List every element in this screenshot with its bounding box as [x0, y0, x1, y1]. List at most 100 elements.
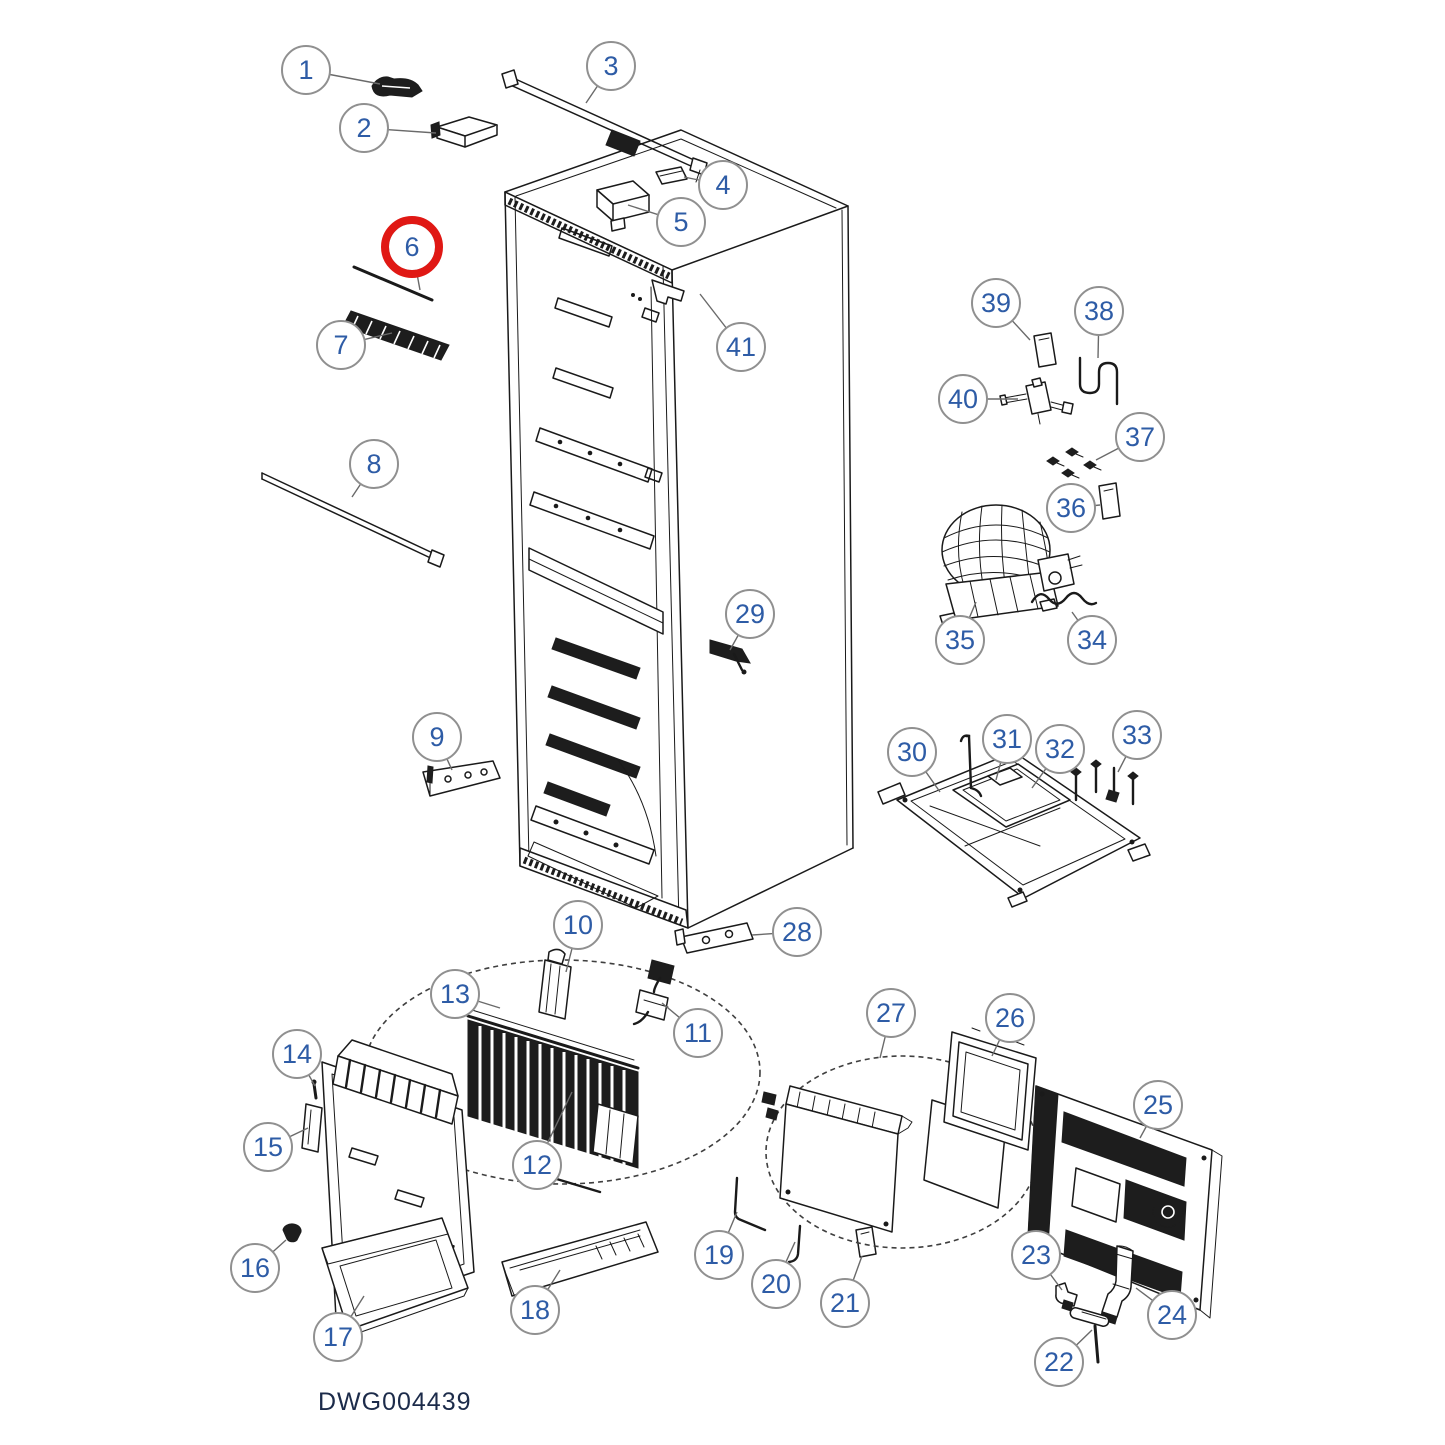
callout-13: 13 — [430, 969, 480, 1019]
callout-34: 34 — [1067, 615, 1117, 665]
part-21-plate — [855, 1226, 877, 1258]
part-17-drawer-front — [321, 1217, 469, 1339]
callout-19: 19 — [694, 1230, 744, 1280]
callout-number: 5 — [673, 206, 689, 237]
callout-number: 26 — [994, 1002, 1026, 1033]
callout-number: 25 — [1142, 1089, 1174, 1120]
part-36-plate — [1098, 482, 1121, 520]
part-31-wire — [959, 734, 983, 798]
part-10-bracket — [538, 948, 572, 1020]
part-2-clip — [430, 116, 498, 148]
callout-number: 30 — [896, 736, 928, 767]
callout-number: 28 — [781, 916, 813, 947]
callout-number: 13 — [439, 978, 471, 1009]
callout-26: 26 — [985, 993, 1035, 1043]
part-37-screws — [1046, 447, 1102, 479]
callout-38: 38 — [1074, 286, 1124, 336]
callout-29: 29 — [725, 589, 775, 639]
callout-number: 3 — [603, 50, 619, 81]
callout-36: 36 — [1046, 483, 1096, 533]
callout-number: 40 — [947, 383, 979, 414]
callout-number: 35 — [944, 624, 976, 655]
callout-7: 7 — [316, 320, 366, 370]
callout-35: 35 — [935, 615, 985, 665]
callout-number: 21 — [829, 1287, 861, 1318]
part-40-valve — [999, 377, 1074, 425]
callout-number: 12 — [521, 1149, 553, 1180]
callout-33: 33 — [1112, 710, 1162, 760]
part-39-plate — [1033, 332, 1057, 368]
callout-number: 41 — [725, 331, 757, 362]
callout-18: 18 — [510, 1285, 560, 1335]
callout-number: 1 — [298, 54, 314, 85]
part-15-plate — [301, 1103, 323, 1153]
callout-number: 22 — [1043, 1346, 1075, 1377]
callout-number: 14 — [281, 1038, 313, 1069]
callout-32: 32 — [1035, 724, 1085, 774]
part-22-sensor — [1069, 1307, 1110, 1364]
callout-30: 30 — [887, 727, 937, 777]
callout-15: 15 — [243, 1122, 293, 1172]
part-5-cover — [596, 180, 650, 232]
part-11-connector — [632, 959, 675, 1026]
part-4-clip — [655, 166, 688, 185]
callout-number: 4 — [715, 169, 731, 200]
wire-parts — [733, 1176, 877, 1264]
callout-37: 37 — [1115, 412, 1165, 462]
callout-11: 11 — [673, 1008, 723, 1058]
part-41-clip — [631, 279, 685, 305]
callout-28: 28 — [772, 907, 822, 957]
callout-27: 27 — [866, 988, 916, 1038]
callout-number: 39 — [980, 287, 1012, 318]
callout-2: 2 — [339, 103, 389, 153]
callout-17: 17 — [313, 1312, 363, 1362]
callout-number: 36 — [1055, 492, 1087, 523]
callout-31: 31 — [982, 714, 1032, 764]
callout-number: 20 — [760, 1268, 792, 1299]
callout-24: 24 — [1147, 1290, 1197, 1340]
part-33-screws — [1070, 759, 1139, 806]
part-8-rail — [261, 472, 445, 568]
callout-3: 3 — [586, 41, 636, 91]
callout-number: 23 — [1020, 1239, 1052, 1270]
callout-20: 20 — [751, 1259, 801, 1309]
callout-41: 41 — [716, 322, 766, 372]
callout-number: 15 — [252, 1131, 284, 1162]
callout-40: 40 — [938, 374, 988, 424]
part-28-bracket — [674, 922, 754, 954]
cabinet-shell — [504, 129, 854, 929]
part-29-bracket — [709, 639, 751, 675]
callout-number: 33 — [1121, 719, 1153, 750]
callout-number: 2 — [356, 112, 372, 143]
callout-number: 37 — [1124, 421, 1156, 452]
part-20-wire — [787, 1224, 802, 1264]
callout-number: 17 — [322, 1321, 354, 1352]
callout-number: 34 — [1076, 624, 1108, 655]
duct-panel-group — [282, 1039, 475, 1339]
callout-number: 10 — [562, 909, 594, 940]
callout-6-highlighted: 6 — [381, 216, 443, 278]
callout-5: 5 — [656, 197, 706, 247]
callout-1: 1 — [281, 45, 331, 95]
callout-12: 12 — [512, 1140, 562, 1190]
callout-number: 29 — [734, 598, 766, 629]
callout-10: 10 — [553, 900, 603, 950]
evaporator-group — [363, 948, 761, 1194]
callout-number: 18 — [519, 1294, 551, 1325]
part-34-tube — [1030, 591, 1098, 606]
callout-9: 9 — [412, 712, 462, 762]
callout-number: 38 — [1083, 295, 1115, 326]
drawing-number: DWG004439 — [318, 1388, 472, 1416]
right-upper-parts — [939, 332, 1121, 626]
callout-number: 27 — [875, 997, 907, 1028]
callout-8: 8 — [349, 439, 399, 489]
top-parts — [261, 69, 708, 568]
callout-number: 19 — [703, 1239, 735, 1270]
callout-number: 24 — [1156, 1299, 1188, 1330]
part-26-frame — [943, 1027, 1037, 1151]
drain-parts — [1055, 1245, 1134, 1364]
callout-4: 4 — [698, 160, 748, 210]
part-38-wire — [1078, 356, 1119, 406]
